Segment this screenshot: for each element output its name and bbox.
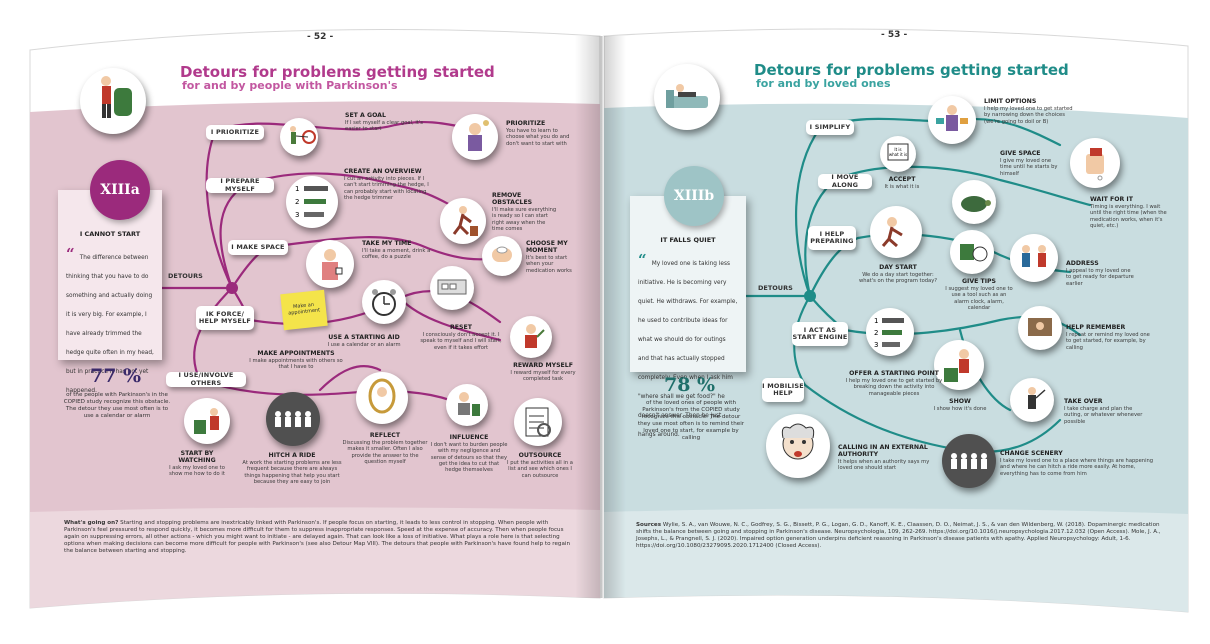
left-card-title: I CANNOT START [79, 230, 141, 238]
page-number-right: - 53 - [881, 30, 908, 40]
right-color-band [604, 103, 1188, 612]
left-page-subtitle: for and by people with Parkinson's [182, 79, 398, 92]
options-illustration [928, 96, 976, 144]
svg-text:2: 2 [295, 198, 299, 206]
pill-hand-illustration [482, 236, 522, 276]
svg-text:3: 3 [295, 211, 299, 219]
right-statistic: of the loved ones of people with Parkins… [637, 400, 745, 441]
tools-overview-illustration: 1 2 3 [286, 176, 338, 228]
right-footer-sources: Sources Wylie, S. A., van Wouwe, N. C., … [636, 522, 1161, 550]
pill-i-use-involve-others: I USE/INVOLVE OTHERS [166, 371, 246, 387]
pill-ik-force-help-myself: IK FORCE/ HELP MYSELF [196, 306, 254, 330]
pill-i-simplify: I SIMPLIFY [806, 120, 854, 135]
right-badge: XIIIb [664, 166, 724, 226]
svg-text:what it is: what it is [889, 152, 907, 157]
right-page-title: Detours for problems getting started [754, 61, 1069, 79]
thinking-woman-illustration [452, 114, 498, 160]
take-over-illustration [1010, 378, 1054, 422]
show-illustration [934, 340, 984, 390]
turtle-illustration [952, 180, 996, 224]
pill-i-act-as-start-engine: I ACT AS START ENGINE [792, 322, 848, 346]
influence-illustration [446, 384, 488, 426]
phone-call-illustration [1018, 306, 1062, 350]
svg-text:1: 1 [874, 317, 878, 325]
svg-text:3: 3 [874, 341, 878, 349]
watching-illustration [184, 398, 230, 444]
archer-illustration [280, 118, 318, 156]
pill-i-mobilise-help: I MOBILISE HELP [762, 378, 804, 402]
mirror-reflection-illustration [356, 372, 408, 424]
left-statistic: of the people with Parkinson's in the CO… [63, 392, 171, 419]
paper-chain-illustration [266, 392, 320, 446]
hedge-person-illustration [80, 68, 146, 134]
right-quote: My loved one is taking less initiative. … [638, 261, 738, 438]
alarm-clock-illustration [362, 280, 406, 324]
left-quote: The difference between thinking that you… [66, 255, 154, 394]
quote-mark-icon: “ [638, 251, 647, 269]
starting-point-illustration: 1 2 3 [866, 308, 914, 356]
right-detours-label: DETOURS [758, 284, 793, 292]
alarm-tools-illustration [950, 230, 994, 274]
right-percentage: 78 % [664, 374, 716, 396]
external-authority-illustration [766, 414, 830, 478]
reward-illustration [510, 316, 552, 358]
pill-i-make-space: I MAKE SPACE [228, 240, 288, 255]
reset-keyboard-illustration [430, 266, 474, 310]
paper-chain-illustration-right [942, 434, 996, 488]
left-percentage: 77 % [90, 365, 142, 387]
left-detours-label: DETOURS [168, 272, 203, 280]
pill-i-prioritize: I PRIORITIZE [206, 125, 264, 140]
quote-mark-icon: “ [66, 245, 75, 263]
todo-list-illustration [514, 398, 562, 446]
runner-obstacle-illustration [440, 198, 486, 244]
pill-i-move-along: I MOVE ALONG [818, 173, 872, 189]
svg-text:1: 1 [295, 185, 299, 193]
couch-person-illustration [654, 64, 720, 130]
coffee-woman-illustration [306, 240, 354, 288]
svg-text:It is: It is [894, 147, 901, 152]
pill-i-help-preparing: I HELP PREPARING [808, 226, 856, 250]
pill-bottle-illustration [1070, 138, 1120, 188]
svg-text:2: 2 [874, 329, 878, 337]
right-page-subtitle: for and by loved ones [756, 77, 891, 90]
pill-i-prepare-myself: I PREPARE MYSELF [206, 177, 274, 193]
day-start-illustration [870, 206, 922, 258]
address-illustration [1010, 234, 1058, 282]
page-number-left: - 52 - [307, 32, 334, 42]
left-page-title: Detours for problems getting started [180, 63, 495, 81]
left-badge: XIIIa [90, 160, 150, 220]
left-footer-text: What's going on? Starting and stopping p… [64, 520, 570, 555]
right-card-title: IT FALLS QUIET [660, 236, 716, 244]
